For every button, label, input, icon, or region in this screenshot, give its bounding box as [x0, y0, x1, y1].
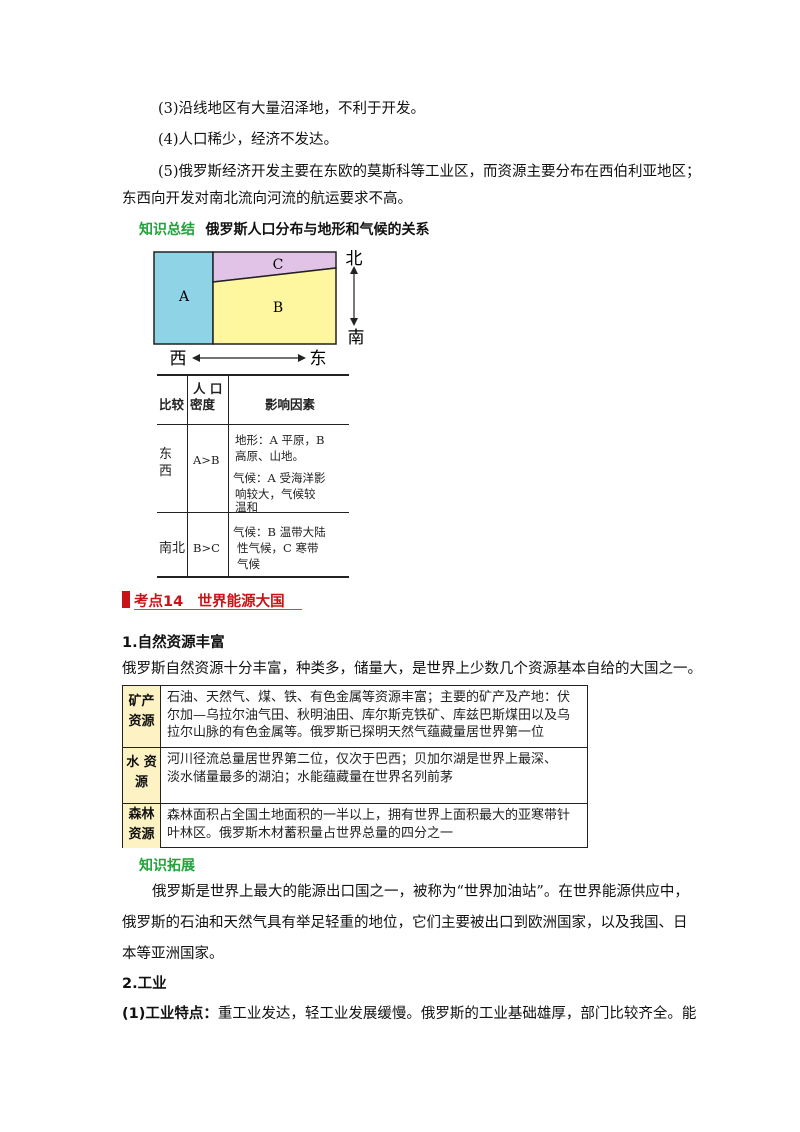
table-col-line: [228, 374, 229, 578]
subheading-resources: 1.自然资源丰富: [122, 635, 225, 651]
row-label: 矿产 资源: [123, 686, 161, 747]
section-marker: [122, 591, 130, 608]
table-row: 水 资 源 河川径流总量居世界第二位，仅次于巴西；贝加尔湖是世界上最深、 淡水储…: [123, 747, 587, 803]
row-text-line: 淡水储量最多的湖泊；水能蕴藏量在世界名列前茅: [167, 769, 454, 785]
resource-table: 矿产 资源 石油、天然气、煤、铁、有色金属等资源丰富；主要的矿产及产地：伏 尔加…: [122, 685, 588, 848]
summary-heading: 知识总结 俄罗斯人口分布与地形和气候的关系: [139, 219, 429, 239]
label-c: C: [273, 257, 284, 273]
factor-line: 气候：B 温带大陆: [233, 525, 326, 539]
header-compare: 比较: [159, 397, 185, 412]
west-label: 西: [170, 349, 187, 369]
header-population: 人 口: [193, 381, 223, 396]
factor-line: 性气候，C 寒带: [237, 541, 319, 555]
industry-paragraph: (1)工业特点：重工业发达，轻工业发展缓慢。俄罗斯的工业基础雄厚，部门比较齐全。…: [122, 1004, 696, 1024]
row-label: 西: [159, 464, 173, 479]
industry-text: 重工业发达，轻工业发展缓慢。俄罗斯的工业基础雄厚，部门比较齐全。能: [217, 1006, 697, 1022]
row-label-line: 源: [134, 775, 148, 790]
header-density: 密度: [190, 397, 216, 412]
paragraph-line: 东西向开发对南北流向河流的航运要求不高。: [122, 191, 412, 207]
label-b: B: [273, 300, 283, 316]
section-title: 考点14 世界能源大国: [134, 594, 285, 610]
density-value: A>B: [193, 453, 220, 467]
table-row: 矿产 资源 石油、天然气、煤、铁、有色金属等资源丰富；主要的矿产及产地：伏 尔加…: [123, 686, 587, 747]
row-text-line: 河川径流总量居世界第二位，仅次于巴西；贝加尔湖是世界上最深、: [167, 752, 558, 767]
we-arrow-head-right: [298, 354, 306, 362]
header-factors: 影响因素: [265, 397, 316, 412]
section-header: 考点14 世界能源大国: [122, 590, 302, 610]
row-label-line: 森林: [128, 807, 155, 822]
paragraph-line: (5)俄罗斯经济开发主要在东欧的莫斯科等工业区，而资源主要分布在西伯利亚地区；: [158, 164, 701, 180]
south-label: 南: [348, 328, 365, 348]
density-value: B>C: [193, 541, 220, 555]
factor-line: 响较大，气候较: [235, 487, 316, 501]
row-text-line: 森林面积占全国土地面积的一半以上，拥有世界上面积最大的亚寒带针: [167, 808, 571, 823]
row-label-line: 水 资: [126, 755, 157, 770]
table-col-line: [187, 374, 188, 578]
row-text: 森林面积占全国土地面积的一半以上，拥有世界上面积最大的亚寒带针 叶林区。俄罗斯木…: [167, 807, 583, 842]
table-rule-header: [157, 424, 349, 425]
table-rule-top: [157, 374, 349, 376]
factor-line: 气候: [237, 557, 260, 571]
region-b: [212, 267, 337, 345]
label-a: A: [178, 289, 190, 305]
factor-line: 地形：A 平原，B: [235, 433, 325, 447]
summary-tag: 知识总结: [139, 222, 195, 238]
table-rule-bottom: [157, 576, 349, 578]
extension-tag: 知识拓展: [139, 858, 195, 874]
population-diagram: A B C 北 南 西 东: [152, 249, 372, 370]
factor-line: 高原、山地。: [235, 449, 304, 463]
paragraph-line: (4)人口稀少，经济不发达。: [158, 132, 339, 148]
extension-line: 本等亚洲国家。: [122, 946, 224, 962]
row-label-line: 资源: [128, 827, 155, 842]
compare-table: 比较 人 口 密度 影响因素 东 西 A>B 地形：A 平原，B 高原、山地。 …: [157, 374, 349, 578]
row-text-line: 叶林区。俄罗斯木材蓄积量占世界总量的四分之一: [167, 825, 454, 841]
row-text-line: 石油、天然气、煤、铁、有色金属等资源丰富；主要的矿产及产地：伏: [167, 690, 571, 705]
ns-arrow-head-up: [350, 266, 358, 274]
row-text: 石油、天然气、煤、铁、有色金属等资源丰富；主要的矿产及产地：伏 尔加—乌拉尔油气…: [167, 689, 583, 742]
factor-line: 温和: [235, 500, 258, 514]
we-arrow-head-left: [192, 354, 200, 362]
row-label-line: 资源: [128, 714, 155, 729]
row-label: 森林 资源: [123, 804, 161, 848]
table-row: 森林 资源 森林面积占全国土地面积的一半以上，拥有世界上面积最大的亚寒带针 叶林…: [123, 803, 587, 848]
resource-intro: 俄罗斯自然资源十分丰富，种类多，储量大，是世界上少数几个资源基本自给的大国之一。: [122, 661, 702, 677]
section-underline: [134, 609, 302, 610]
industry-label: (1)工业特点：: [122, 1006, 218, 1022]
row-text-line: 拉尔山脉的有色金属等。俄罗斯已探明天然气蕴藏量居世界第一位: [167, 725, 545, 740]
ns-arrow-head-down: [350, 318, 358, 326]
row-label: 南北: [159, 541, 186, 556]
paragraph-line: (3)沿线地区有大量沼泽地，不利于开发。: [158, 101, 426, 117]
row-text: 河川径流总量居世界第二位，仅次于巴西；贝加尔湖是世界上最深、 淡水储量最多的湖泊…: [167, 751, 583, 786]
row-label: 水 资 源: [123, 748, 161, 803]
region-a: [153, 251, 214, 345]
diagram-svg: A B C 北 南 西 东: [153, 249, 365, 369]
row-text-line: 尔加—乌拉尔油气田、秋明油田、库尔斯克铁矿、库兹巴斯煤田以及乌: [167, 707, 571, 723]
north-label: 北: [346, 250, 363, 269]
extension-line: 俄罗斯的石油和天然气具有举足轻重的地位，它们主要被出口到欧洲国家，以及我国、日: [122, 915, 688, 931]
summary-title: 俄罗斯人口分布与地形和气候的关系: [205, 222, 430, 238]
factor-line: 气候：A 受海洋影: [233, 471, 326, 485]
row-label: 东: [159, 447, 173, 462]
extension-line: 俄罗斯是世界上最大的能源出口国之一，被称为“世界加油站”。在世界能源供应中，: [152, 884, 689, 900]
row-label-line: 矿产: [128, 694, 155, 709]
east-label: 东: [310, 349, 327, 369]
table-rule-row: [157, 512, 349, 513]
subheading-industry: 2.工业: [122, 976, 167, 992]
